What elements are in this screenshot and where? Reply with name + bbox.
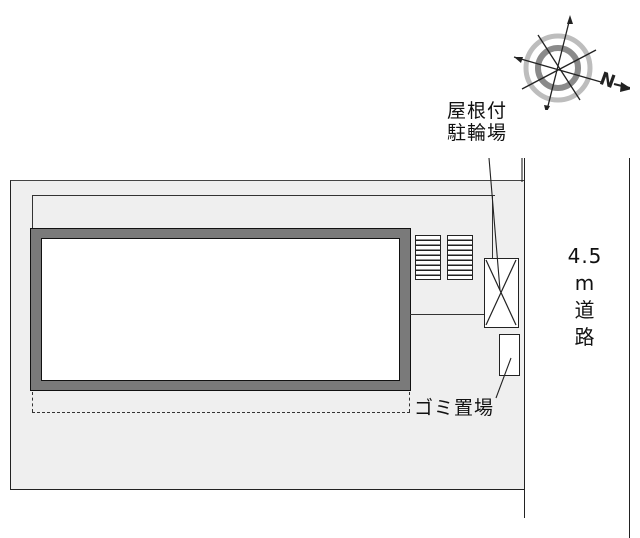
garbage-area-label: ゴミ置場 xyxy=(414,397,495,419)
building-interior xyxy=(41,238,400,381)
cross-icon xyxy=(485,259,517,326)
stairs-icon xyxy=(447,235,473,280)
road-label-line1: 道 xyxy=(574,298,596,322)
road-label: 4.5 m 道 路 xyxy=(556,243,614,351)
setback-line-top xyxy=(32,195,495,196)
bike-parking-box xyxy=(484,258,519,328)
setback-line-left xyxy=(32,195,33,229)
balcony-dashed-line xyxy=(32,412,410,413)
bike-parking-label-line1: 屋根付 xyxy=(446,100,507,122)
road-label-line2: 路 xyxy=(574,325,596,349)
garbage-area-box xyxy=(499,334,520,376)
road-edge-line-far xyxy=(629,158,630,538)
compass-rose-icon: N xyxy=(513,15,630,110)
north-label: N xyxy=(597,68,618,93)
balcony-dashed-right xyxy=(409,392,410,412)
bike-parking-label: 屋根付 駐輪場 xyxy=(432,100,522,144)
entrance-area xyxy=(410,196,493,315)
bike-parking-label-line2: 駐輪場 xyxy=(446,122,507,144)
road-width-unit: m xyxy=(574,271,596,295)
balcony-dashed-left xyxy=(32,392,33,412)
road-width: 4.5 xyxy=(567,244,603,268)
stairs-icon xyxy=(415,235,441,280)
road-edge-line xyxy=(524,158,525,518)
